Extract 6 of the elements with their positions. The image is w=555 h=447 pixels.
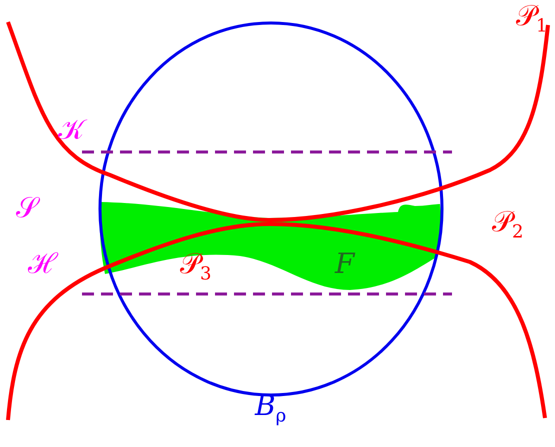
curve-label: 𝒫$_{1}$ [516,2,548,36]
region-label: 𝒮 [16,194,38,222]
curve-label: 𝒫$_{3}$ [180,250,212,284]
line-label: ℋ [28,250,58,278]
curve-label: 𝒫$_{2}$ [492,208,524,242]
region-label: F [335,250,354,278]
